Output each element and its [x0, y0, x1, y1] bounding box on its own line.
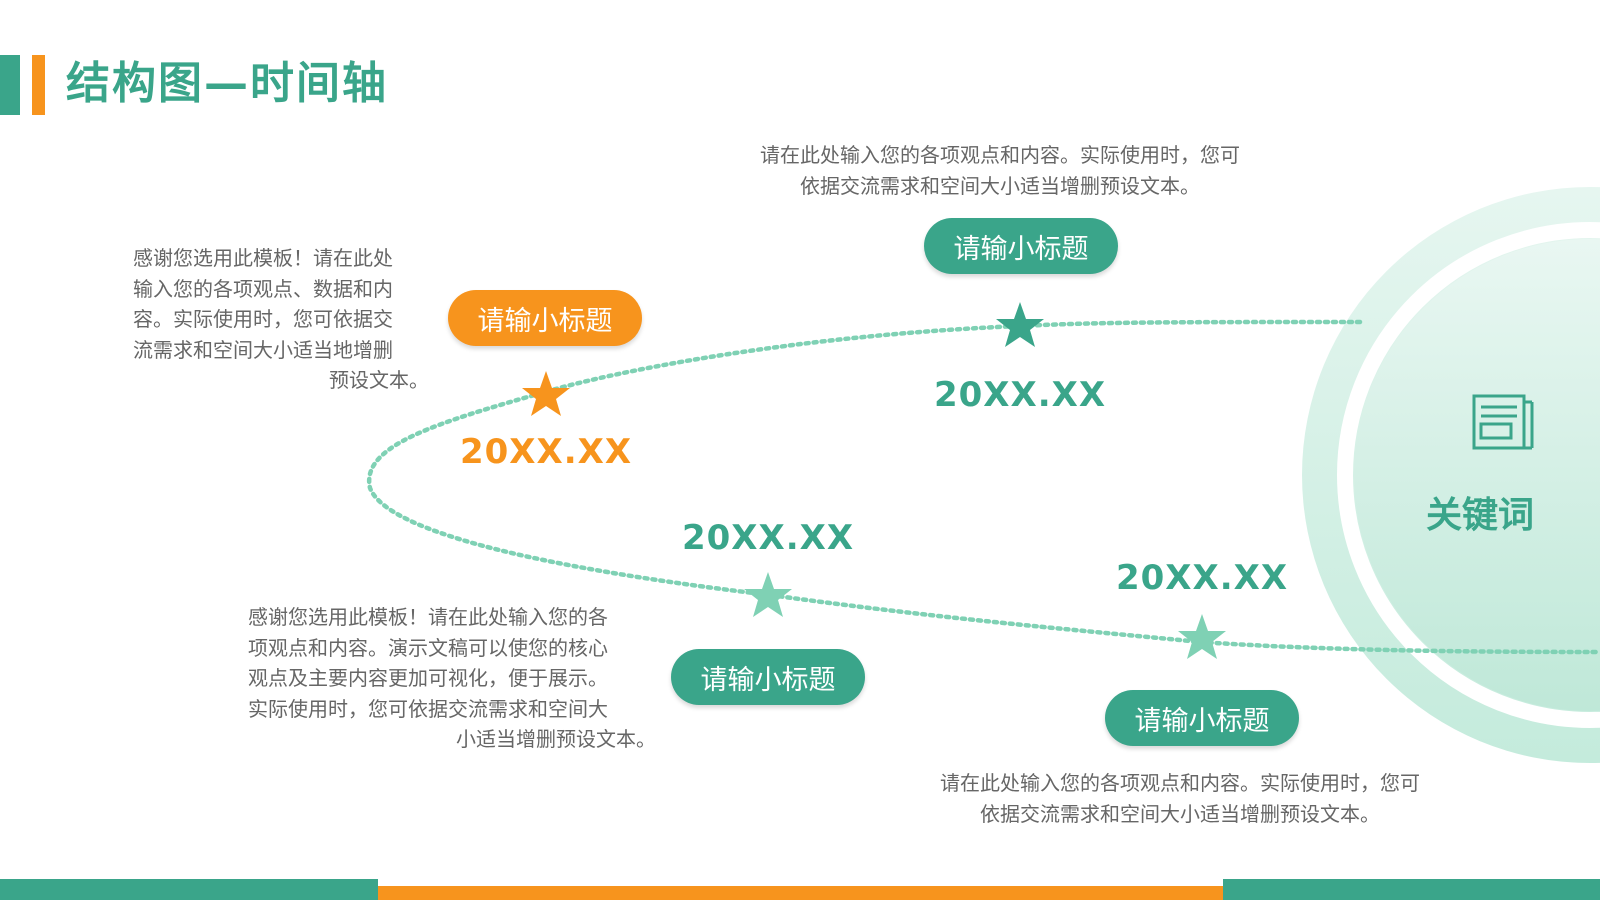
keyword-label: 关键词	[1425, 495, 1534, 536]
desc-line: 请在此处输入您的各项观点和内容。实际使用时，您可	[940, 771, 1420, 795]
desc-line: 流需求和空间大小适当地增删	[133, 337, 393, 362]
star-icon-4	[1178, 614, 1226, 659]
milestone-3-date: 20XX.XX	[681, 518, 855, 558]
footer-bar-orange	[378, 886, 1223, 900]
milestone-2-description: 请在此处输入您的各项观点和内容。实际使用时，您可 依据交流需求和空间大小适当增删…	[720, 140, 1280, 201]
milestone-3-subtitle: 请输小标题	[671, 649, 865, 705]
desc-line: 小适当增删预设文本。	[456, 727, 656, 751]
milestone-2-subtitle: 请输小标题	[924, 218, 1118, 274]
keyword-ring	[1337, 222, 1600, 728]
desc-line: 项观点和内容。演示文稿可以使您的核心	[248, 635, 608, 660]
title-accent-bar-orange	[32, 55, 45, 115]
desc-line: 预设文本。	[329, 368, 429, 392]
desc-line: 容。实际使用时，您可依据交	[133, 307, 393, 331]
desc-line: 实际使用时，您可依据交流需求和空间大	[248, 696, 608, 721]
desc-line: 感谢您选用此模板！请在此处输入您的各	[248, 605, 608, 629]
milestone-4-subtitle: 请输小标题	[1105, 690, 1299, 746]
desc-line: 输入您的各项观点、数据和内	[133, 276, 393, 301]
desc-line: 依据交流需求和空间大小适当增删预设文本。	[980, 801, 1380, 826]
milestone-4-description: 请在此处输入您的各项观点和内容。实际使用时，您可 依据交流需求和空间大小适当增删…	[900, 768, 1460, 829]
desc-line: 观点及主要内容更加可视化，便于展示。	[248, 666, 608, 690]
milestone-1-subtitle: 请输小标题	[448, 290, 642, 346]
document-icon	[1472, 394, 1534, 450]
desc-line: 感谢您选用此模板！请在此处	[133, 246, 393, 270]
star-icon-2	[996, 302, 1044, 347]
milestone-1-date: 20XX.XX	[459, 432, 633, 472]
milestone-4-date: 20XX.XX	[1115, 558, 1289, 598]
star-icon-1	[522, 371, 570, 416]
desc-line: 依据交流需求和空间大小适当增删预设文本。	[800, 173, 1200, 198]
milestone-1-description: 感谢您选用此模板！请在此处 输入您的各项观点、数据和内 容。实际使用时，您可依据…	[133, 243, 429, 396]
keyword-inner-circle	[1354, 239, 1600, 711]
footer-bar-green-left	[0, 879, 378, 900]
footer-bar-green-right	[1223, 879, 1600, 900]
title-accent-bar-green	[0, 55, 20, 115]
milestone-2-date: 20XX.XX	[933, 375, 1107, 415]
page-title: 结构图—时间轴	[66, 58, 388, 109]
desc-line: 请在此处输入您的各项观点和内容。实际使用时，您可	[760, 143, 1240, 167]
star-icon-3	[744, 572, 792, 617]
milestone-3-description: 感谢您选用此模板！请在此处输入您的各 项观点和内容。演示文稿可以使您的核心 观点…	[248, 602, 656, 755]
